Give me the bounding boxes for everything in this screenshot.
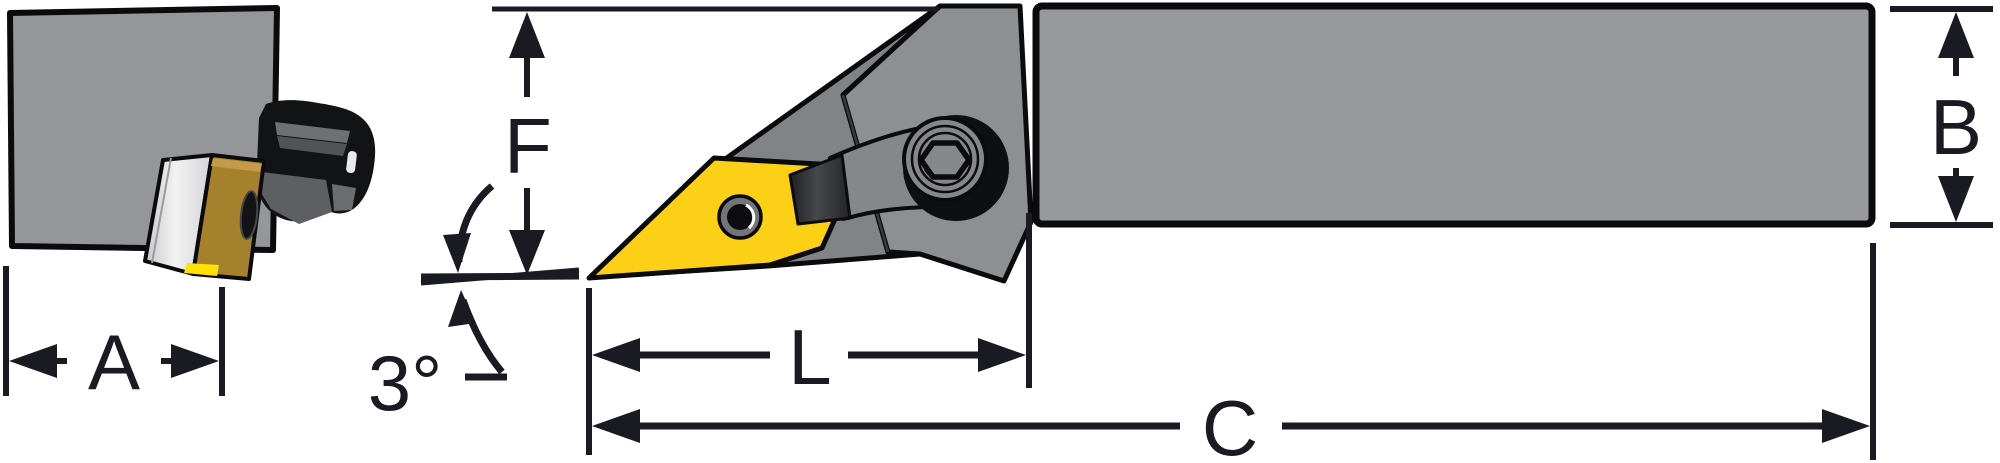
side-view-shank [1032, 2, 1876, 228]
side-view [586, 2, 1876, 284]
dim-label-c: C [1202, 384, 1258, 463]
dimension-c: C [592, 243, 1876, 463]
end-view-insert-gold-face [191, 153, 266, 281]
end-view-screw-highlight [346, 151, 357, 174]
dim-f-arrow-up [509, 12, 545, 58]
dim-c-arrow-left [592, 409, 640, 443]
angle-incline-line [420, 267, 580, 286]
clamp-screw-icon [902, 115, 1009, 221]
dim-c-arrow-right [1822, 409, 1870, 443]
dimension-f: F [492, 6, 938, 275]
end-view-clamp-arm-facet [258, 172, 332, 224]
angle-arrow-upper [443, 233, 471, 273]
end-view-insert-yellow-edge [184, 263, 219, 276]
dim-label-l: L [788, 313, 831, 401]
dim-f-arrow-down [509, 230, 545, 275]
dim-label-a: A [88, 318, 140, 406]
side-view-clamp-nose [788, 153, 852, 226]
end-view [7, 5, 376, 281]
angle-arc-lower [459, 298, 505, 375]
hex-socket-icon [918, 140, 972, 180]
dim-b-arrow-down [1938, 176, 1974, 222]
end-view-insert-silver-facet-line [151, 157, 172, 264]
end-view-clamp-top-facet [275, 122, 350, 143]
dim-label-f: F [504, 102, 552, 190]
end-view-insert-gold-top-band [211, 158, 262, 172]
dim-label-angle: 3° [368, 339, 443, 427]
dim-a-arrow-left [9, 344, 57, 378]
end-view-insert-hole [239, 190, 259, 240]
dimension-angle: 3° [368, 183, 580, 427]
dim-label-b: B [1930, 83, 1982, 171]
dim-l-arrow-right [978, 338, 1026, 372]
end-view-insert [143, 153, 266, 281]
dim-a-arrow-right [171, 344, 219, 378]
dim-l-arrow-left [592, 338, 640, 372]
end-view-clamp-mid-facet [277, 136, 347, 156]
dimension-b: B [1890, 6, 1993, 228]
dim-b-arrow-up [1938, 12, 1974, 58]
end-view-clamp-side-facet [332, 184, 356, 211]
side-view-insert-hole [717, 194, 763, 240]
dimension-l: L [586, 213, 1032, 455]
dimension-a: A [3, 266, 225, 406]
